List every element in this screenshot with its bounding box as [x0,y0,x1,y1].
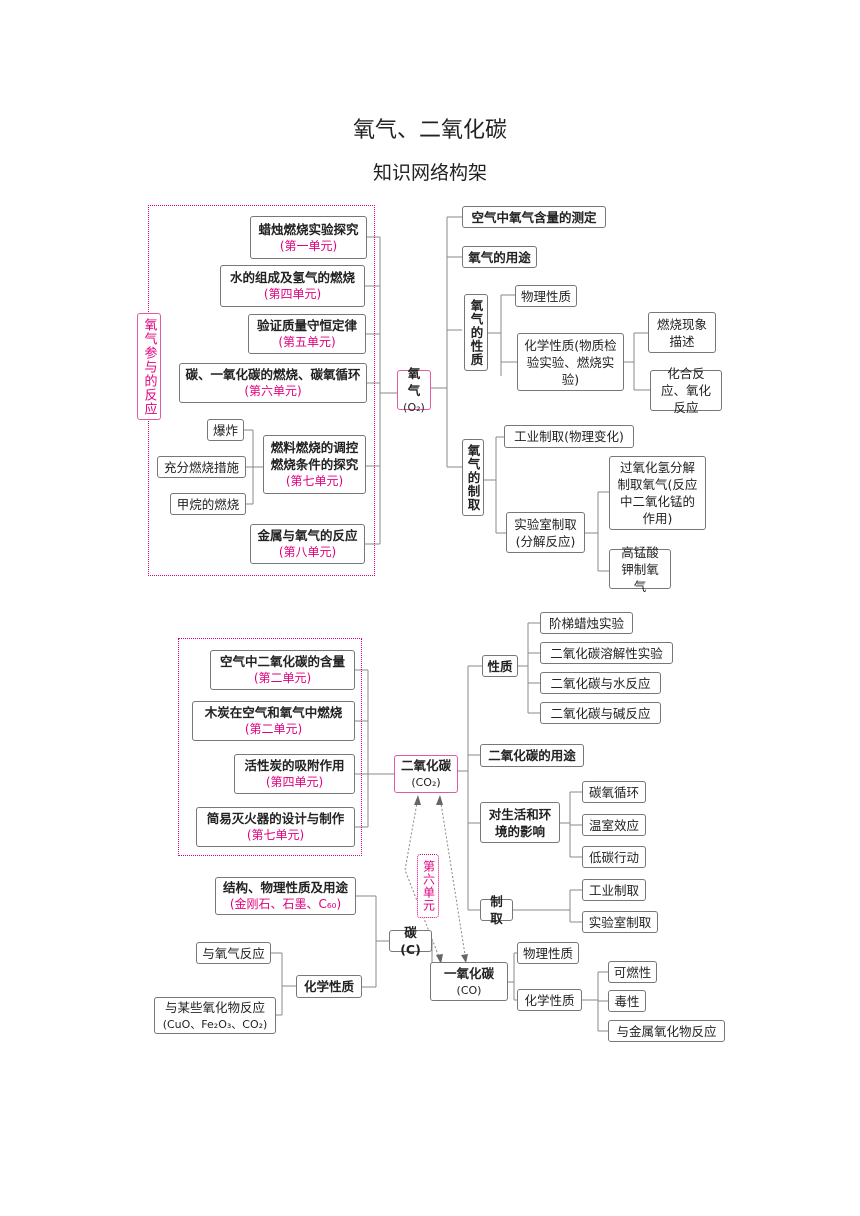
oxygen-left-item: 验证质量守恒定律 (第五单元) [248,314,366,354]
item-name: 验证质量守恒定律 [256,318,357,333]
item-unit: (第六单元) [244,384,302,398]
co2-reaction-frame [178,638,362,856]
carbon-chem-item: 与氧气反应 [196,942,271,964]
oxygen-center-node: 氧气 (O₂) [397,366,431,414]
co2-prep-item: 工业制取 [582,879,646,901]
item-name: 燃料燃烧的调控燃烧条件的探究 [270,440,359,472]
carbon-center-node: 碳(C) [389,925,432,957]
carbon-structure: 结构、物理性质及用途 (金刚石、石墨、C₆₀) [215,877,356,915]
co-center-node: 一氧化碳 (CO) [430,962,508,1001]
item-unit: (第七单元) [285,474,344,488]
co2-impact-item: 温室效应 [582,814,646,836]
structure-note: (金刚石、石墨、C₆₀) [229,897,342,911]
item-unit: (第一单元) [279,238,338,253]
item-name: 碳、一氧化碳的燃烧、碳氧循环 [185,367,361,382]
item-unit: (第二单元) [253,671,312,685]
co-chem-item: 毒性 [608,990,646,1012]
unit6-label: 第六单元 [417,854,439,918]
oxygen-preparation: 氧气的制取 [462,439,484,516]
co-chem-item: 与金属氧化物反应 [608,1020,725,1042]
co2-prep-item: 实验室制取 [582,911,658,933]
oxygen-phenomenon: 燃烧现象描述 [648,312,716,353]
co-physical: 物理性质 [517,942,579,964]
co2-prop-item: 二氧化碳溶解性实验 [540,642,673,664]
oxygen-left-item: 水的组成及氢气的燃烧 (第四单元) [220,265,365,307]
oxygen-left-item: 金属与氧气的反应 (第八单元) [250,524,365,564]
oxygen-left-item: 碳、一氧化碳的燃烧、碳氧循环 (第六单元) [179,363,367,403]
co2-property: 性质 [482,655,518,677]
co2-prop-item: 二氧化碳与水反应 [540,672,661,694]
oxygen-property: 氧气的性质 [464,294,488,371]
center-name: 二氧化碳 [400,758,451,773]
center-name: 氧气 [407,365,421,398]
oxygen-lab: 实验室制取(分解反应) [506,512,585,553]
co2-prop-item: 二氧化碳与碱反应 [540,702,661,724]
fuel-sub-item: 充分燃烧措施 [157,456,246,478]
fuel-sub-item: 爆炸 [207,419,244,441]
co2-prop-item: 阶梯蜡烛实验 [540,612,633,634]
item-unit: (第四单元) [265,775,324,789]
co2-impact-item: 碳氧循环 [582,781,646,803]
co2-impact: 对生活和环境的影响 [480,802,560,843]
item-name: 金属与氧气的反应 [257,528,358,543]
chem-item-note: (CuO、Fe₂O₃、CO₂) [162,1017,268,1031]
item-name: 活性炭的吸附作用 [244,758,345,773]
item-name: 简易灭火器的设计与制作 [206,811,345,826]
co2-left-item: 简易灭火器的设计与制作 (第七单元) [196,807,355,847]
co2-left-item: 活性炭的吸附作用 (第四单元) [234,754,355,794]
item-unit: (第二单元) [244,722,303,736]
item-unit: (第五单元) [278,335,336,349]
oxygen-industrial: 工业制取(物理变化) [504,425,634,448]
carbon-chemical: 化学性质 [296,975,362,998]
center-formula: (O₂) [403,400,425,414]
item-name: 蜡烛燃烧实验探究 [258,221,359,237]
chem-item-text: 与某些氧化物反应 [164,999,265,1015]
co2-impact-item: 低碳行动 [582,846,646,868]
co2-preparation: 制取 [480,894,513,926]
fuel-sub-item: 甲烷的燃烧 [170,493,246,515]
co2-left-item: 空气中二氧化碳的含量 (第二单元) [210,650,355,690]
item-name: 木炭在空气和氧气中燃烧 [204,705,343,720]
oxygen-content-measure: 空气中氧气含量的测定 [462,206,606,228]
oxygen-reaction-type: 化合反应、氧化反应 [650,366,722,415]
item-unit: (第八单元) [278,545,337,559]
oxygen-left-item: 燃料燃烧的调控燃烧条件的探究 (第七单元) [263,435,366,494]
item-name: 空气中二氧化碳的含量 [219,654,345,669]
item-unit: (第七单元) [246,828,305,842]
structure-text: 结构、物理性质及用途 [222,880,348,895]
co2-center-node: 二氧化碳 (CO₂) [394,755,458,793]
item-name: 水的组成及氢气的燃烧 [229,270,355,285]
item-unit: (第四单元) [263,287,322,301]
oxygen-h2o2: 过氧化氢分解制取氧气(反应中二氧化锰的作用) [609,456,706,530]
center-name: 一氧化碳 [443,965,494,981]
oxygen-left-item: 蜡烛燃烧实验探究 (第一单元) [250,216,367,259]
oxygen-side-label: 氧气参与的反应 [137,313,161,420]
oxygen-physical: 物理性质 [515,285,577,307]
page-subtitle: 知识网络构架 [372,162,487,184]
oxygen-chemical: 化学性质(物质检验实验、燃烧实验) [517,333,624,391]
co-chemical: 化学性质 [517,989,582,1011]
center-formula: (CO) [456,983,482,997]
co-chem-item: 可燃性 [608,961,657,983]
oxygen-kmno4: 高锰酸钾制氧气 [609,545,671,594]
co2-use: 二氧化碳的用途 [480,744,584,767]
center-formula: (CO₂) [411,776,441,789]
carbon-chem-item: 与某些氧化物反应 (CuO、Fe₂O₃、CO₂) [154,997,276,1034]
co2-left-item: 木炭在空气和氧气中燃烧 (第二单元) [192,701,355,741]
page-title: 氧气、二氧化碳 [352,118,507,143]
oxygen-use: 氧气的用途 [462,246,537,268]
